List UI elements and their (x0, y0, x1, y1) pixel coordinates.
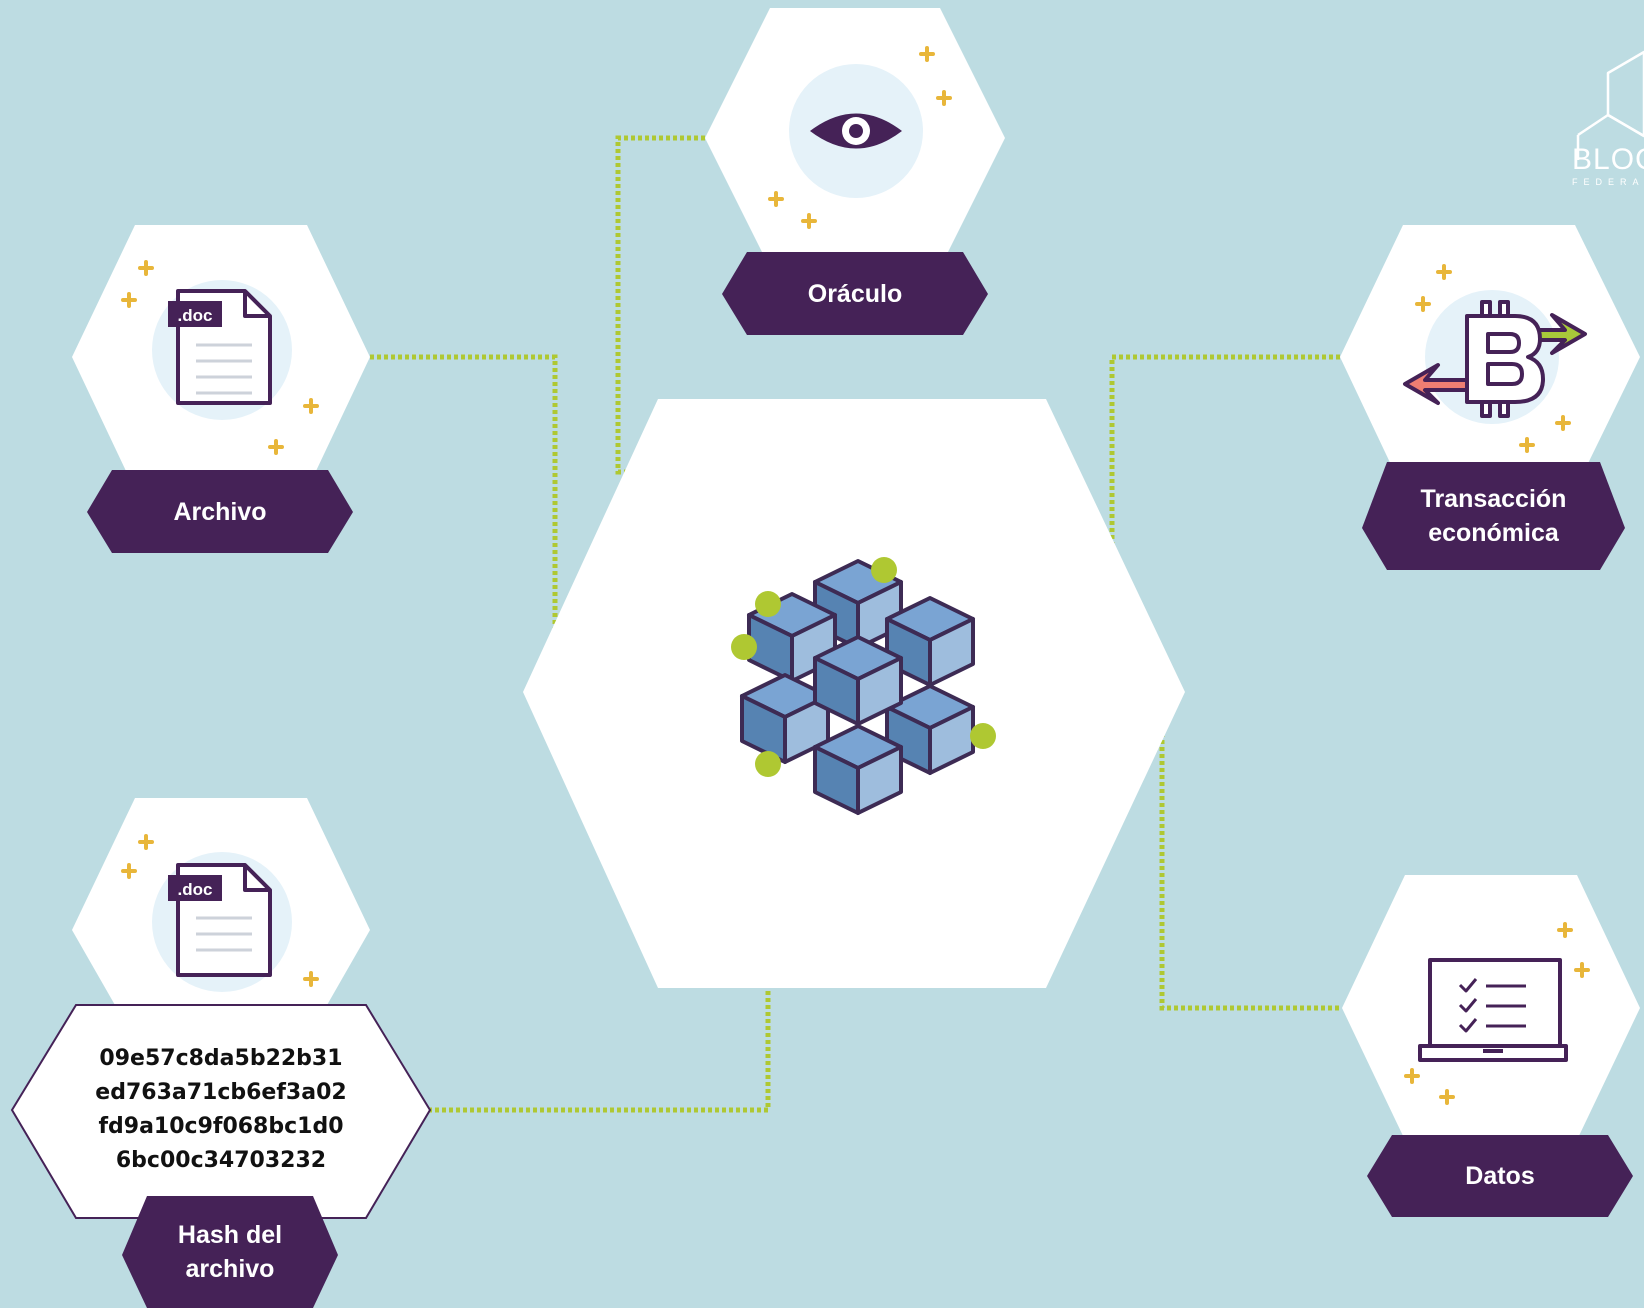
node-file: .doc (72, 225, 370, 553)
sparkle-icon (121, 863, 137, 879)
hash-value: 09e57c8da5b22b31 ed763a71cb6ef3a02 fd9a1… (95, 1046, 347, 1173)
sparkles (121, 46, 1590, 1105)
svg-text:.doc: .doc (178, 880, 213, 899)
sparkle-icon (1519, 437, 1535, 453)
sparkle-icon (768, 191, 784, 207)
node-label-hash: Hash del archivo (177, 1221, 283, 1283)
sparkle-icon (138, 834, 154, 850)
laptop-checklist-icon (1418, 958, 1568, 1062)
label-plate (722, 252, 988, 335)
logo-text: BLOC (1572, 145, 1644, 176)
node-label-oracle: Oráculo (807, 279, 903, 308)
doc-file-icon: .doc (168, 863, 272, 977)
logo-mark (1576, 50, 1644, 160)
hash-hexagon (10, 1004, 432, 1219)
node-oracle (705, 8, 1005, 335)
connector-dot (970, 723, 996, 749)
bitcoin-transfer-icon (1403, 300, 1587, 418)
connector-dots (731, 557, 996, 777)
sparkle-icon (268, 439, 284, 455)
node-hash: .doc (10, 798, 432, 1308)
doc-file-icon: .doc (168, 289, 272, 405)
logo-subtext: FEDERA (1572, 177, 1644, 187)
sparkle-icon (121, 292, 137, 308)
sparkle-icon (801, 213, 817, 229)
sparkle-icon (1574, 962, 1590, 978)
sparkle-icon (1436, 264, 1452, 280)
sparkle-icon (1404, 1068, 1420, 1084)
node-label-transaction: Transacción económica (1420, 485, 1567, 547)
label-plate (87, 470, 353, 553)
sparkle-icon (1439, 1089, 1455, 1105)
sparkle-icon (1415, 296, 1431, 312)
connector-dot (871, 557, 897, 583)
connector-oracle (615, 135, 771, 602)
sparkle-icon (303, 971, 319, 987)
label-plate (122, 1196, 338, 1308)
sparkle-icon (1555, 415, 1571, 431)
sparkle-icon (303, 398, 319, 414)
connector-data (985, 732, 1342, 1011)
label-plate (1367, 1135, 1633, 1217)
sparkle-icon (1557, 922, 1573, 938)
svg-text:.doc: .doc (178, 306, 213, 325)
connector-dot (755, 751, 781, 777)
logo: BLOC FEDERA (1572, 145, 1644, 189)
connector-dot (731, 634, 757, 660)
sparkle-icon (138, 260, 154, 276)
sparkle-icon (936, 90, 952, 106)
eye-icon (810, 113, 902, 149)
label-plate (1362, 462, 1625, 570)
sparkle-icon (919, 46, 935, 62)
node-label-file: Archivo (173, 497, 267, 526)
connector-dot (755, 591, 781, 617)
node-data (1342, 875, 1640, 1217)
node-label-data: Datos (1465, 1162, 1535, 1190)
connector-hash (428, 763, 771, 1113)
